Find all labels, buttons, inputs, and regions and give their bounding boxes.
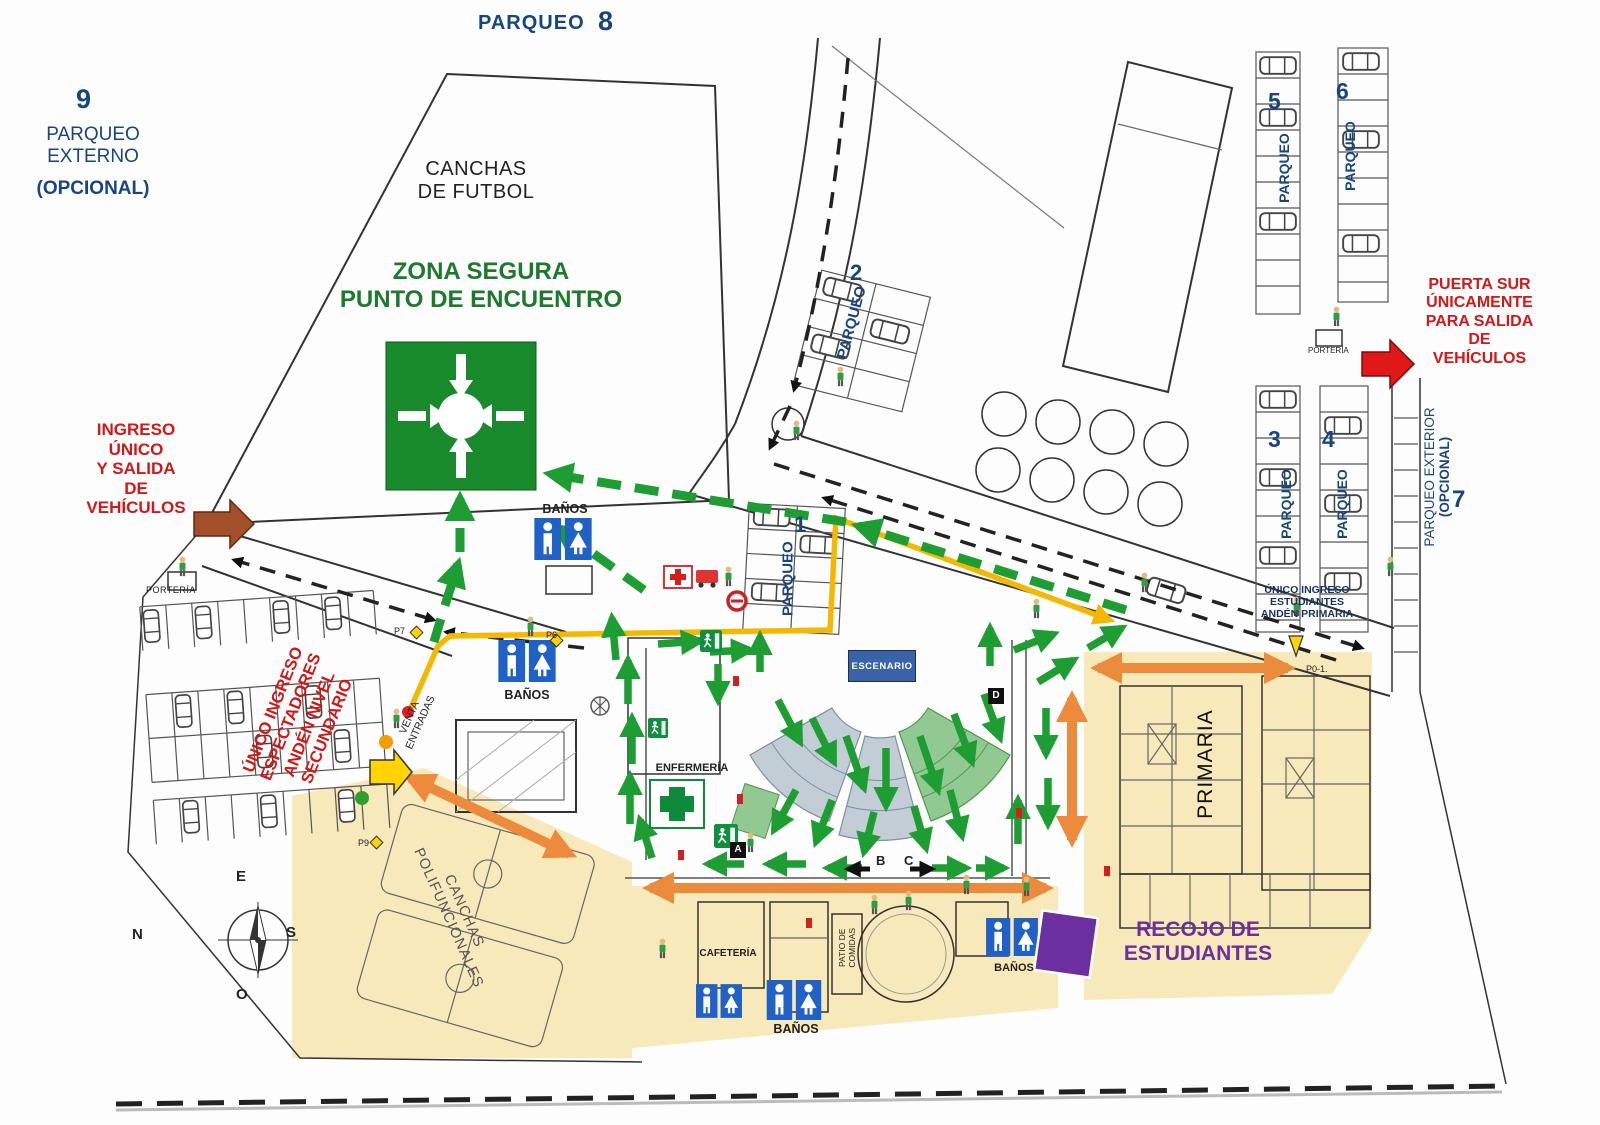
compass-s: S xyxy=(286,924,297,941)
parqueo-exterior-line1: PARQUEO EXTERIOR xyxy=(1422,407,1437,547)
parqueo-4-number: 4 xyxy=(1322,426,1335,452)
green-flow-arrows xyxy=(601,611,1128,881)
zona-segura-label: ZONA SEGURA PUNTO DE ENCUENTRO xyxy=(339,258,623,313)
route-marker-d: D xyxy=(988,688,1004,704)
primaria-label: PRIMARIA xyxy=(1193,709,1217,819)
kiosk xyxy=(545,565,593,595)
canchas-futbol-label: CANCHAS DE FUTBOL xyxy=(417,158,535,203)
hydrant-markers xyxy=(678,676,1110,928)
exit-sign-icon xyxy=(648,718,668,738)
compass-o: O xyxy=(236,986,248,1003)
assembly-point-sign xyxy=(385,341,537,491)
vehicle-gate-arrow xyxy=(193,498,256,550)
parqueo-externo-label: PARQUEO EXTERNO xyxy=(46,124,140,167)
wc-icon xyxy=(534,518,592,560)
porteria-right-label: PORTERÍA xyxy=(1308,346,1349,355)
parqueo-1-word: PARQUEO xyxy=(779,541,797,616)
route-marker-a: A xyxy=(730,842,746,858)
pickup-square xyxy=(1032,908,1100,980)
large-building xyxy=(1061,60,1234,394)
parqueo-2-number: 2 xyxy=(850,260,863,285)
parqueo-5-word: PARQUEO xyxy=(1275,133,1292,203)
banos-bottom-label: BAÑOS xyxy=(773,1022,819,1036)
infirmary-icon xyxy=(649,779,705,829)
top-parking-title: PARQUEO xyxy=(478,12,585,34)
parqueo-1-number: 1 xyxy=(794,512,807,537)
banos-right-label: BAÑOS xyxy=(994,962,1034,974)
stage-box: ESCENARIO xyxy=(848,650,916,682)
right-parking-strips xyxy=(1255,47,1418,653)
pool xyxy=(455,719,577,813)
parqueo-6-word: PARQUEO xyxy=(1341,121,1358,191)
point-p0: P0-1. xyxy=(1306,664,1328,674)
patio-comidas-label: PATIO DE COMIDAS xyxy=(837,927,857,968)
route-marker-b: B xyxy=(876,853,886,868)
compass-rose xyxy=(218,902,298,978)
yellow-arrow-p0 xyxy=(1288,635,1304,658)
parqueo-7-number: 7 xyxy=(1452,486,1466,513)
puerta-sur-label: PUERTA SUR ÚNICAMENTE PARA SALIDA DE VEH… xyxy=(1425,276,1534,367)
enfermeria-label: ENFERMERÍA xyxy=(655,762,729,774)
south-gate-arrow xyxy=(1361,338,1416,390)
point-p6: P6 xyxy=(546,630,558,640)
cafeteria-label: CAFETERÍA xyxy=(699,948,757,959)
point-p9: P9 xyxy=(358,838,370,848)
parqueo-6-number: 6 xyxy=(1336,78,1349,104)
orange-corridors xyxy=(402,651,1297,905)
vehicle-routes xyxy=(443,57,1365,662)
ticket-entry-arrow xyxy=(369,747,413,797)
parqueo-3-number: 3 xyxy=(1268,426,1281,452)
first-aid-icon xyxy=(663,565,718,589)
parqueo-exterior-line2: (OPCIONAL) xyxy=(1437,436,1452,518)
parqueo-9-number: 9 xyxy=(76,84,92,114)
compass-e: E xyxy=(236,868,247,885)
route-marker-c: C xyxy=(904,853,914,868)
wc-icon xyxy=(498,640,556,682)
trees xyxy=(975,391,1189,527)
bottom-boundary xyxy=(115,1083,1503,1112)
exit-sign-icon xyxy=(700,630,722,652)
parqueo-5-number: 5 xyxy=(1268,88,1281,114)
parqueo-exterior-label: PARQUEO EXTERIOR (OPCIONAL) xyxy=(1422,392,1452,562)
vehicle-route-two-way xyxy=(231,556,437,624)
banos-top-label: BAÑOS xyxy=(542,502,588,516)
top-parking-number: 8 xyxy=(598,6,614,36)
parqueo-4-word: PARQUEO xyxy=(1333,469,1350,539)
ingreso-estudiantes-label: ÚNICO INGRESO ESTUDIANTES ANDÉN PRIMARIA xyxy=(1260,584,1354,621)
gate-dots xyxy=(355,625,564,850)
compass-n: N xyxy=(132,926,143,943)
parqueo-externo-opcional: (OPCIONAL) xyxy=(36,178,150,199)
primaria-buildings xyxy=(1119,675,1371,929)
point-p7: P7 xyxy=(394,626,406,636)
parqueo-3-word: PARQUEO xyxy=(1277,469,1294,539)
stage-label: ESCENARIO xyxy=(851,660,913,672)
banos-left-label: BAÑOS xyxy=(504,688,550,702)
gatehouse-right xyxy=(1315,329,1343,347)
porteria-left-label: PORTERÍA xyxy=(146,585,196,595)
site-boundary xyxy=(127,45,1507,1085)
recojo-label: RECOJO DE ESTUDIANTES xyxy=(1123,918,1273,966)
turnstile-icon xyxy=(590,696,610,716)
no-entry-sign xyxy=(726,590,748,612)
ingreso-unico-label: INGRESO ÚNICO Y SALIDA DE VEHÍCULOS xyxy=(86,420,186,518)
